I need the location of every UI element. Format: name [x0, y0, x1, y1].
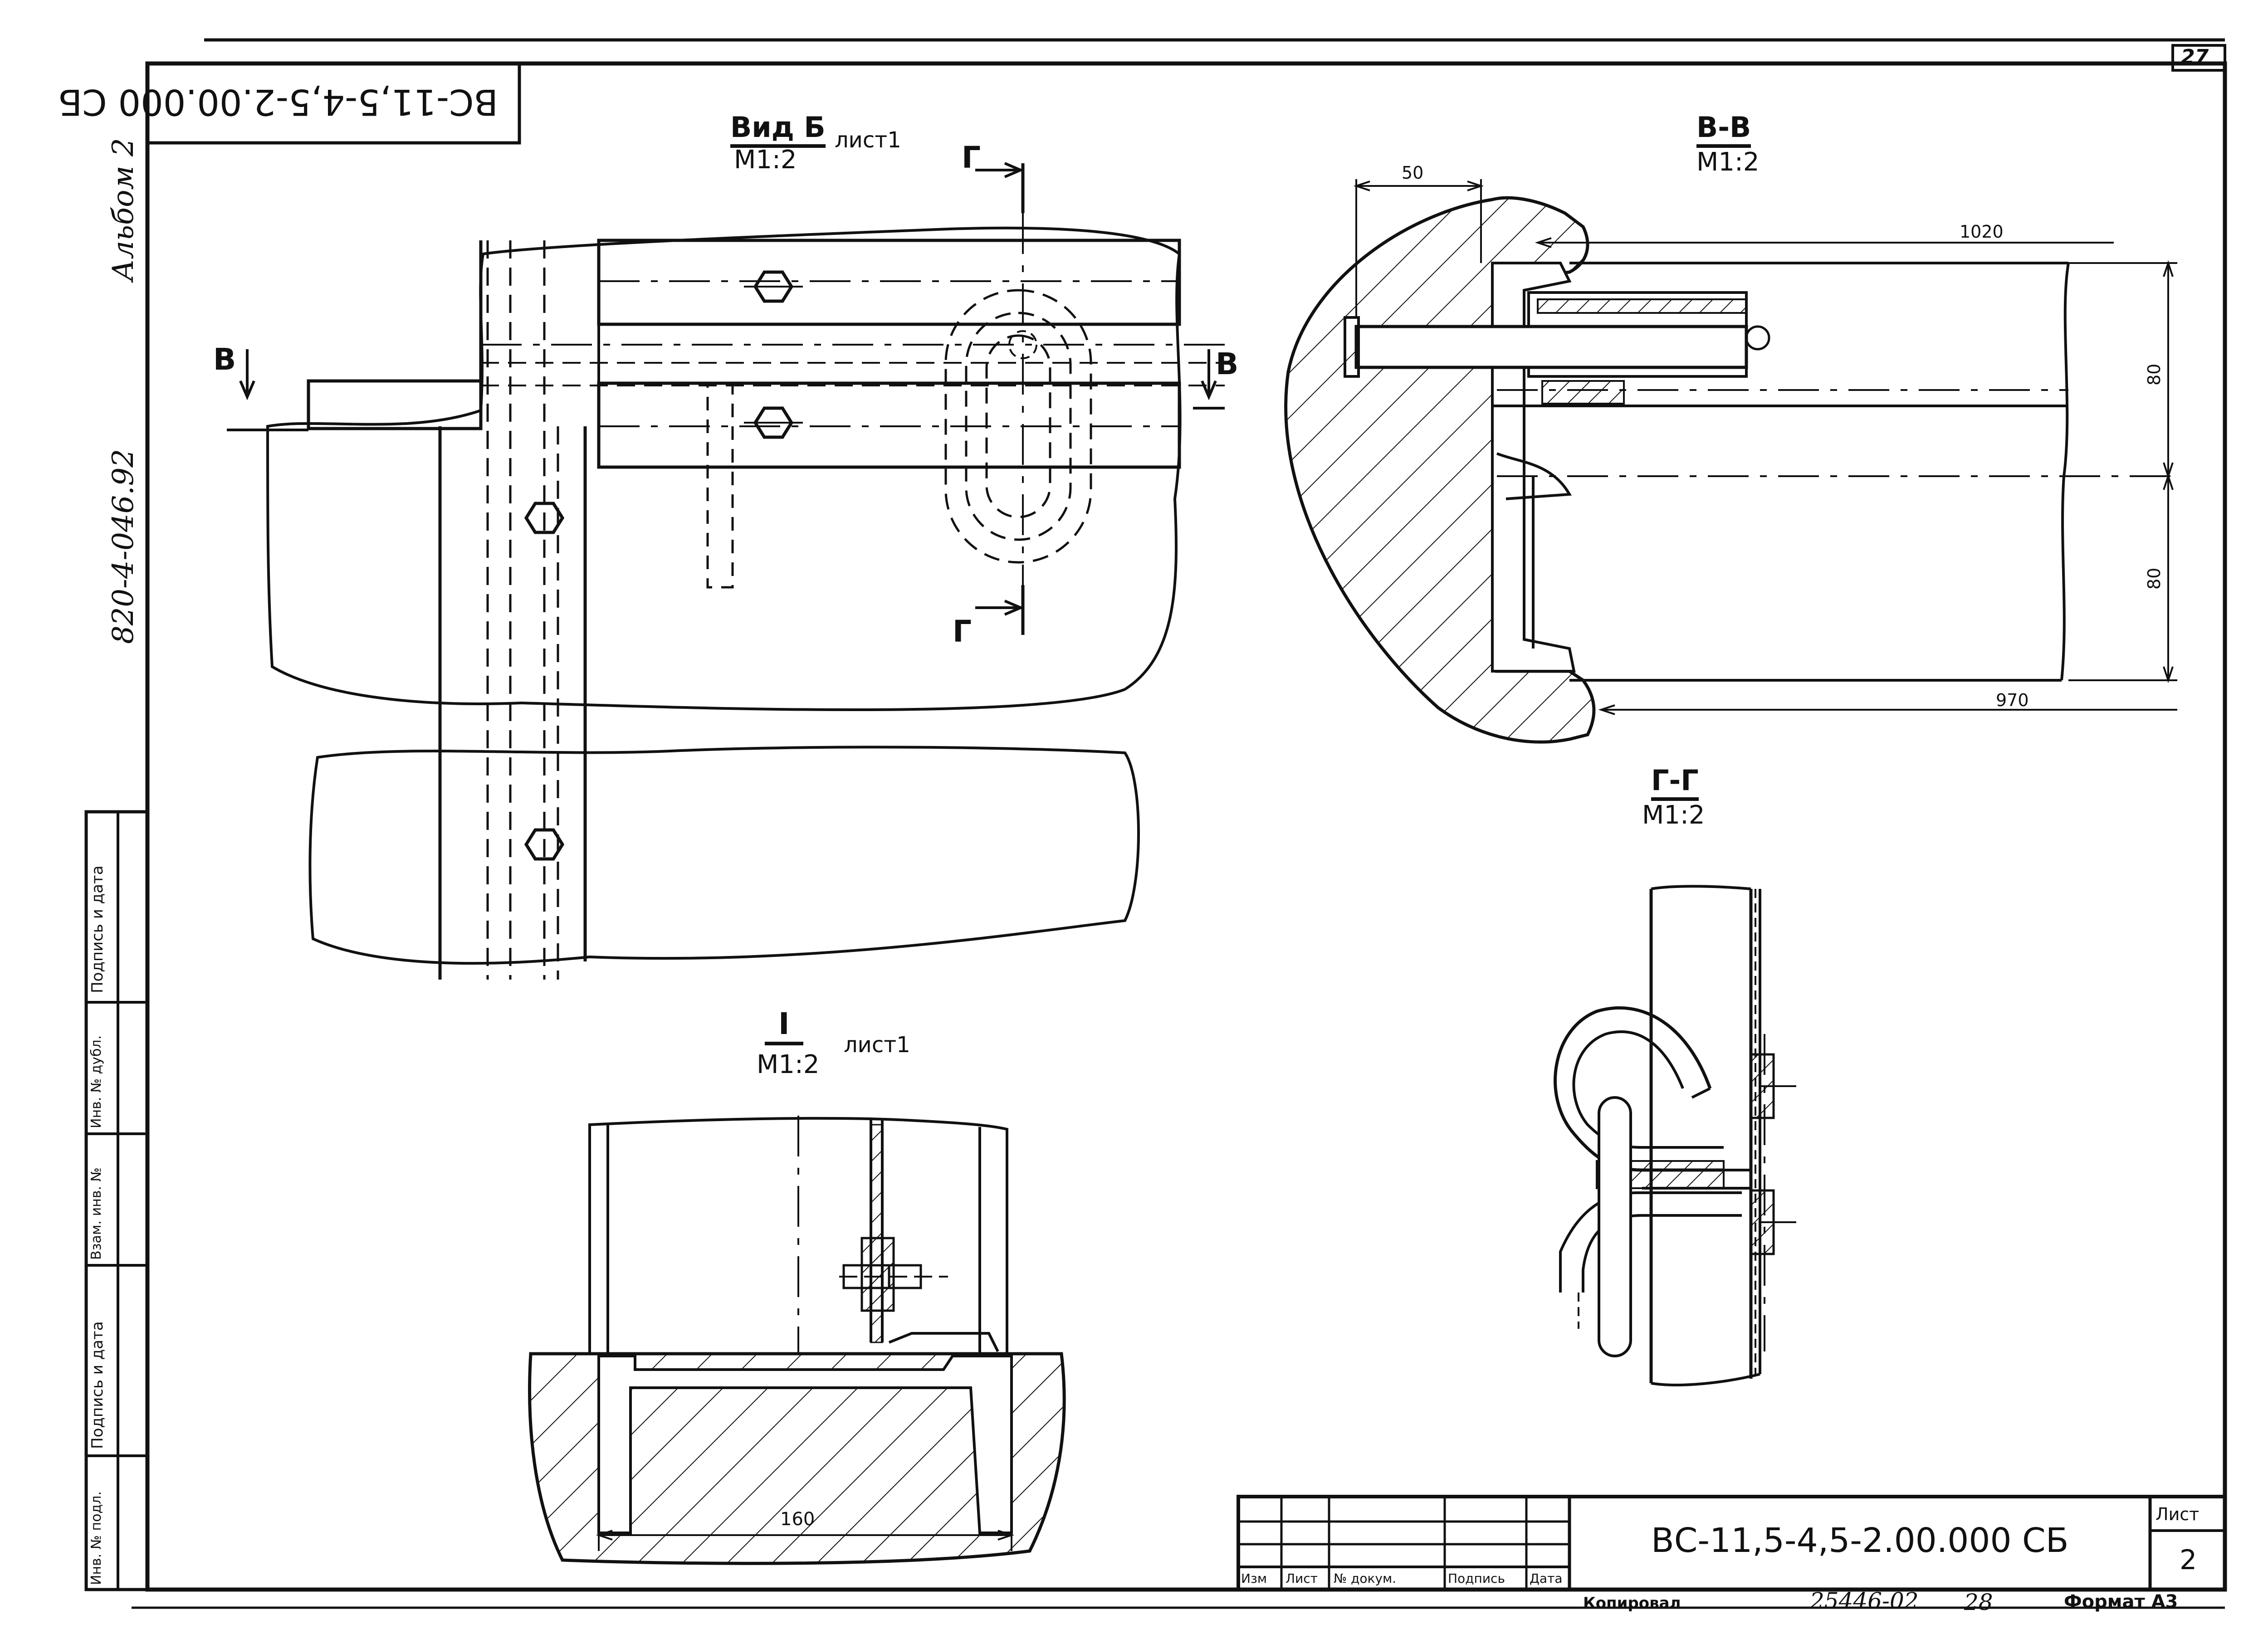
side-stamp-label-2: Инв. № дубл.	[88, 1035, 104, 1128]
tb-sheet-number: 2	[2180, 1544, 2197, 1576]
dim-160: 160	[780, 1509, 815, 1530]
section-gg-title: Г-Г	[1651, 766, 1699, 801]
corner-page-box	[2171, 44, 2226, 72]
side-stamp-label-3: Взам. инв. №	[88, 1167, 104, 1260]
tb-col-doc: № докум.	[1334, 1571, 1397, 1586]
side-stamp-label-1: Подпись и дата	[88, 865, 107, 993]
tb-order-number: 25446-02	[1810, 1588, 1919, 1614]
album-note: Альбом 2	[107, 138, 140, 281]
section-mark-g-bottom: Г	[953, 614, 972, 649]
tb-format: Формат А3	[2064, 1591, 2178, 1612]
section-mark-v-left: В	[213, 342, 236, 377]
side-stamp-label-5: Инв. № подл.	[88, 1491, 104, 1585]
section-vv-scale: М1:2	[1696, 147, 1760, 177]
view-b-title: Вид Б	[730, 113, 826, 148]
inverted-stamp-box	[146, 62, 521, 145]
tb-col-sign: Подпись	[1448, 1571, 1505, 1586]
dim-970: 970	[1996, 690, 2029, 710]
section-gg-scale: М1:2	[1642, 800, 1705, 830]
drawing-frame	[145, 61, 2227, 1592]
section-mark-v-right: В	[1216, 346, 1239, 381]
corner-page-number: 27	[2181, 45, 2209, 68]
dim-80-top: 80	[2144, 363, 2164, 385]
view-b-scale: М1:2	[734, 145, 797, 175]
view-b-sheet-ref: лист1	[835, 127, 901, 153]
side-stamp-label-4: Подпись и дата	[88, 1321, 107, 1449]
dim-1020: 1020	[1960, 222, 2004, 242]
section-mark-g-top: Г	[962, 140, 981, 175]
dim-80-bottom: 80	[2144, 567, 2164, 590]
tb-designation: ВС-11,5-4,5-2.00.000 СБ	[1651, 1521, 2069, 1560]
tb-col-izm: Изм	[1241, 1571, 1267, 1586]
archive-number: 820-4-046.92	[107, 449, 140, 644]
inverted-designation: ВС-11,5-4,5-2.00.000 СБ	[58, 81, 498, 122]
section-vv-title: В-В	[1696, 113, 1751, 148]
tb-col-date: Дата	[1530, 1571, 1563, 1586]
tb-extra-number: 28	[1964, 1589, 1993, 1615]
tb-sheet-label: Лист	[2156, 1504, 2200, 1524]
detail-i-title: I	[765, 1009, 803, 1045]
dim-50: 50	[1402, 163, 1424, 183]
detail-i-sheet-ref: лист1	[844, 1032, 910, 1058]
detail-i-scale: М1:2	[757, 1050, 820, 1079]
tb-col-list: Лист	[1286, 1571, 1318, 1586]
tb-copied: Копировал	[1583, 1594, 1681, 1612]
